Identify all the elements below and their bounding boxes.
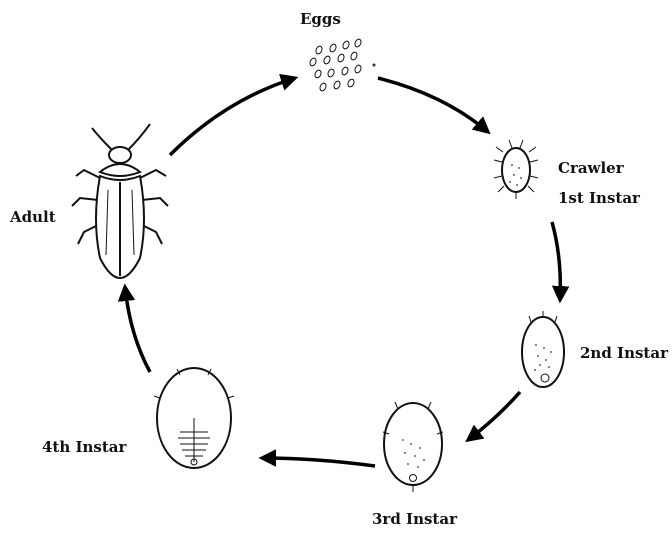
fourth-instar-illustration	[154, 368, 234, 468]
arrow-crawler-to-2nd	[552, 222, 560, 300]
arrow-2nd-to-3rd	[468, 392, 520, 440]
arrow-adult-to-eggs	[170, 78, 295, 155]
arrow-4th-to-adult	[125, 287, 150, 372]
second-instar-illustration	[522, 311, 564, 387]
arrow-3rd-to-4th	[262, 458, 375, 466]
label-3rd-instar: 3rd Instar	[372, 510, 458, 528]
arrow-eggs-to-crawler	[378, 78, 488, 132]
label-4th-instar: 4th Instar	[42, 438, 128, 456]
third-instar-illustration	[383, 402, 443, 492]
label-2nd-instar: 2nd Instar	[580, 344, 669, 362]
label-1st-instar: 1st Instar	[558, 189, 641, 207]
label-eggs: Eggs	[300, 10, 341, 28]
label-crawler: Crawler	[558, 159, 625, 177]
crawler-illustration	[494, 140, 538, 199]
label-adult: Adult	[9, 208, 56, 226]
adult-beetle-illustration	[72, 124, 168, 278]
eggs-illustration	[309, 38, 376, 92]
